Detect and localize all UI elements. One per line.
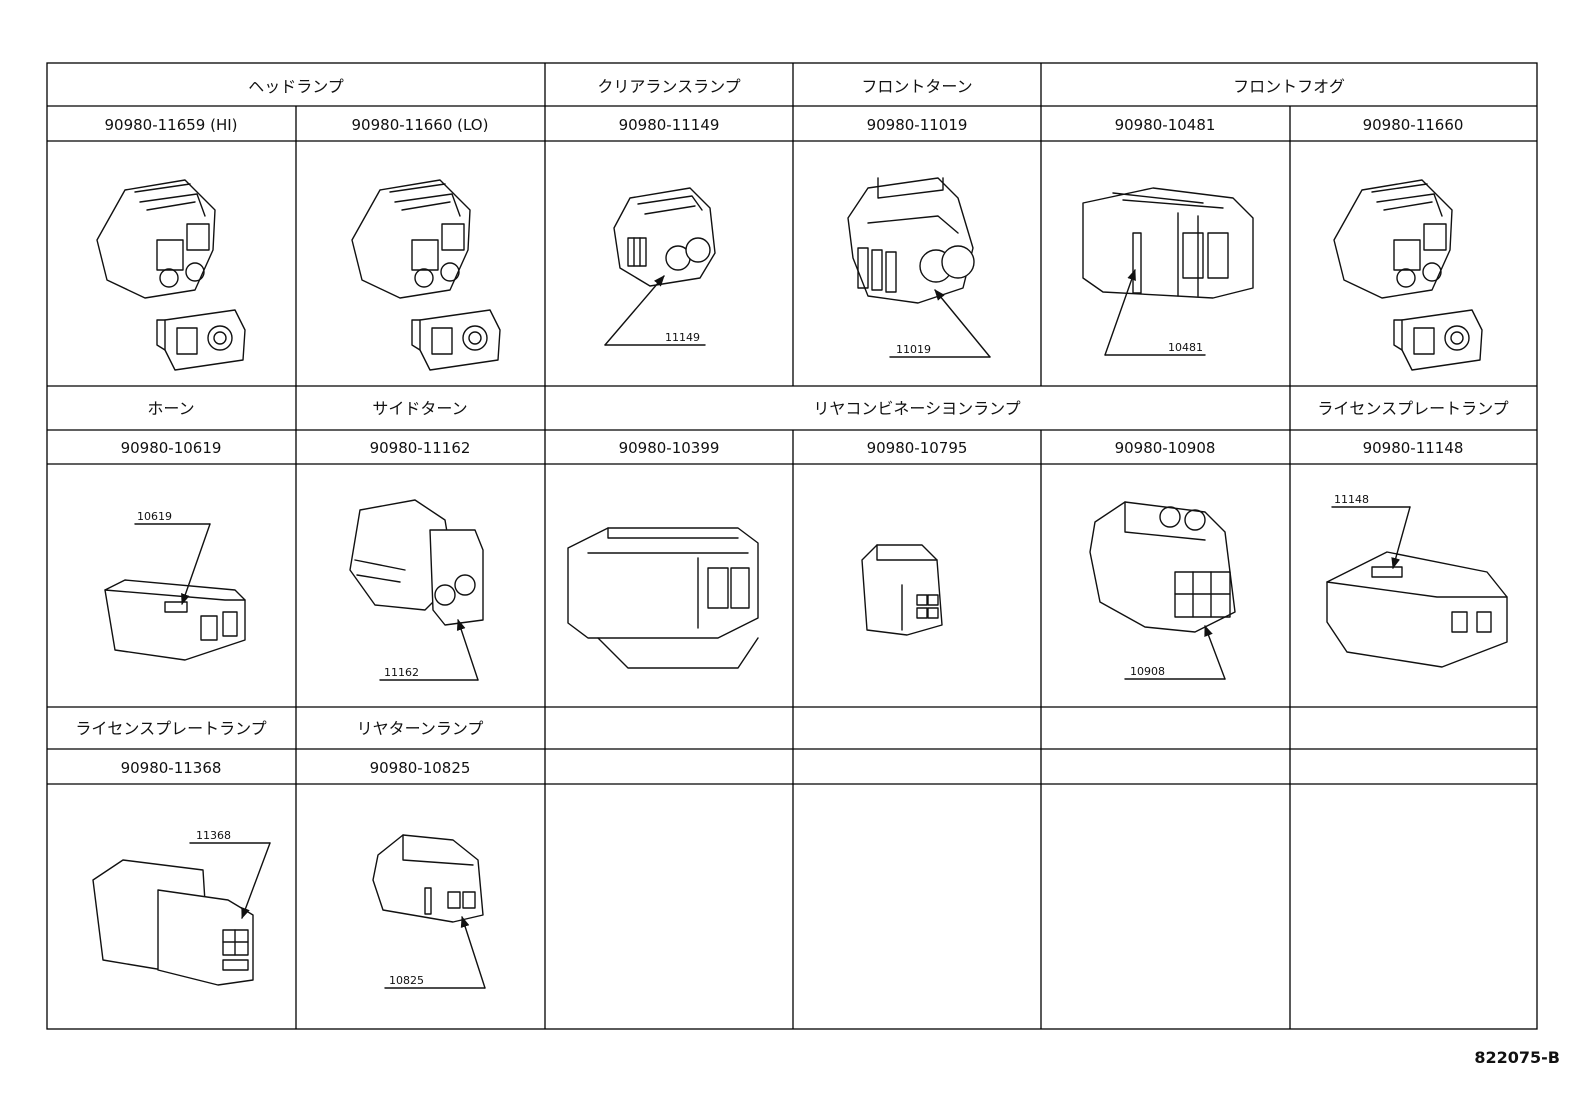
header-rear-combination-lamp: リヤコンビネーシヨンランプ xyxy=(813,399,1020,418)
connector-drawing-rear-combination-10908 xyxy=(1089,501,1236,633)
part-number: 90980-11368 xyxy=(121,759,222,777)
connector-drawing-rear-turn-10825 xyxy=(372,834,484,923)
connector-drawing-front-fog xyxy=(1082,187,1254,299)
header-headlamp: ヘッドランプ xyxy=(248,77,344,96)
part-number: 90980-10619 xyxy=(121,439,222,457)
callout-10481: 10481 xyxy=(1104,268,1206,356)
part-number: 90980-11149 xyxy=(619,116,720,134)
header-front-fog: フロントフオグ xyxy=(1233,77,1345,96)
svg-text:11149: 11149 xyxy=(665,331,700,344)
svg-text:11162: 11162 xyxy=(384,666,419,679)
connector-drawing-side-turn xyxy=(349,499,484,626)
header-front-turn: フロントターン xyxy=(861,77,972,96)
callout-11149: 11149 xyxy=(604,275,706,346)
svg-text:10481: 10481 xyxy=(1168,341,1203,354)
connector-drawing-horn xyxy=(104,579,246,661)
part-number: 90980-10481 xyxy=(1115,116,1216,134)
part-number: 90980-10908 xyxy=(1115,439,1216,457)
svg-text:10825: 10825 xyxy=(389,974,424,987)
callout-11148: 11148 xyxy=(1331,493,1411,570)
table-grid xyxy=(46,62,1538,1030)
connector-drawing-front-fog-11660 xyxy=(1333,179,1483,371)
part-number: 90980-10825 xyxy=(370,759,471,777)
document-id: 822075-B xyxy=(1474,1048,1560,1067)
header-license-plate-lamp: ライセンスプレートランプ xyxy=(1317,399,1508,418)
connector-drawing-headlamp-hi xyxy=(96,179,246,371)
header-horn: ホーン xyxy=(147,399,194,418)
callout-10825: 10825 xyxy=(384,915,486,989)
header-rear-turn-lamp: リヤターンランプ xyxy=(357,719,484,738)
part-number: 90980-11148 xyxy=(1363,439,1464,457)
callout-11368: 11368 xyxy=(189,829,271,920)
callout-11019: 11019 xyxy=(889,289,991,358)
connector-drawing-rear-combination-10795 xyxy=(861,544,943,636)
part-number: 90980-11019 xyxy=(867,116,968,134)
connector-drawing-rear-combination-10399 xyxy=(567,527,759,669)
svg-text:11148: 11148 xyxy=(1334,493,1369,506)
callout-11162: 11162 xyxy=(379,618,479,681)
svg-text:11368: 11368 xyxy=(196,829,231,842)
connector-drawing-license-plate-11148 xyxy=(1326,551,1508,668)
connector-drawing-license-plate-11368 xyxy=(92,859,254,986)
part-number: 90980-10795 xyxy=(867,439,968,457)
header-clearance-lamp: クリアランスランプ xyxy=(597,77,740,96)
connector-drawing-headlamp-lo xyxy=(351,179,501,371)
part-number: 90980-11660 xyxy=(1363,116,1464,134)
svg-text:10908: 10908 xyxy=(1130,665,1165,678)
connector-drawing-clearance-lamp xyxy=(613,187,716,287)
part-number: 90980-11162 xyxy=(370,439,471,457)
svg-text:11019: 11019 xyxy=(896,343,931,356)
part-number: 90980-11660 (LO) xyxy=(352,116,489,134)
callout-10908: 10908 xyxy=(1124,624,1226,680)
part-number: 90980-10399 xyxy=(619,439,720,457)
connector-drawing-front-turn xyxy=(847,177,975,304)
header-license-plate-lamp: ライセンスプレートランプ xyxy=(75,719,266,738)
callout-10619: 10619 xyxy=(134,510,211,606)
header-side-turn: サイドターン xyxy=(372,399,467,418)
svg-text:10619: 10619 xyxy=(137,510,172,523)
part-number: 90980-11659 (HI) xyxy=(104,116,237,134)
